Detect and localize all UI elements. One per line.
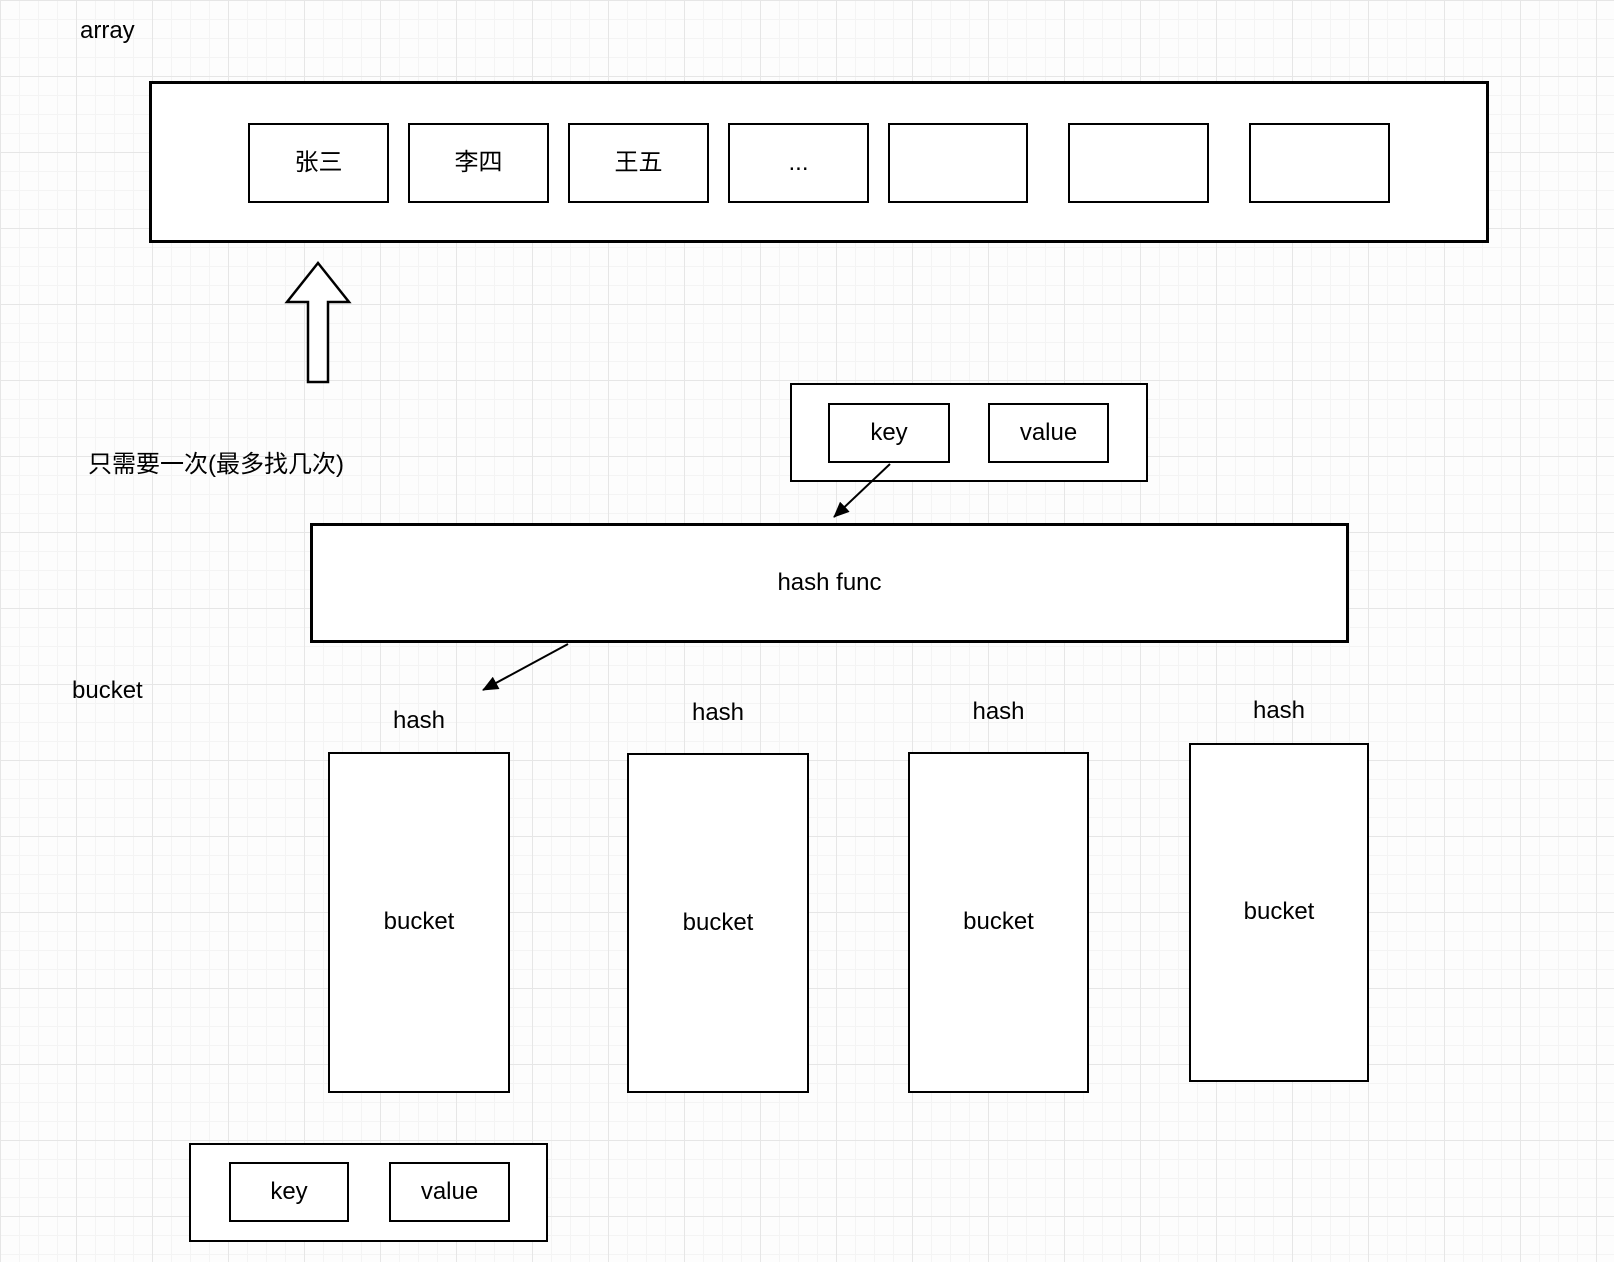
kv-top-value-box[interactable]: value — [988, 403, 1109, 463]
array-cell-7[interactable] — [1249, 123, 1390, 203]
kv-top-key-box[interactable]: key — [828, 403, 950, 463]
array-cell-4[interactable]: ... — [728, 123, 869, 203]
bucket-section-label[interactable]: bucket — [72, 677, 143, 704]
hash-label-4[interactable]: hash — [1252, 697, 1306, 724]
bucket-box-4[interactable]: bucket — [1189, 743, 1369, 1082]
hash-label-2[interactable]: hash — [691, 699, 745, 726]
array-cell-1[interactable]: 张三 — [248, 123, 389, 203]
kv-bottom-value-box[interactable]: value — [389, 1162, 510, 1222]
array-label[interactable]: array — [80, 17, 135, 44]
hash-func-box[interactable]: hash func — [310, 523, 1349, 643]
hash-label-3[interactable]: hash — [972, 698, 1025, 725]
array-cell-2[interactable]: 李四 — [408, 123, 549, 203]
kv-bottom-key-box[interactable]: key — [229, 1162, 349, 1222]
array-cell-5[interactable] — [888, 123, 1028, 203]
up-block-arrow[interactable] — [284, 260, 352, 384]
hash-label-1[interactable]: hash — [392, 707, 446, 734]
arrow-hashfunc-to-bucket[interactable] — [482, 643, 569, 691]
bucket-box-1[interactable]: bucket — [328, 752, 510, 1093]
bucket-box-2[interactable]: bucket — [627, 753, 809, 1093]
array-cell-3[interactable]: 王五 — [568, 123, 709, 203]
bucket-box-3[interactable]: bucket — [908, 752, 1089, 1093]
note-label[interactable]: 只需要一次(最多找几次) — [88, 451, 344, 478]
array-cell-6[interactable] — [1068, 123, 1209, 203]
